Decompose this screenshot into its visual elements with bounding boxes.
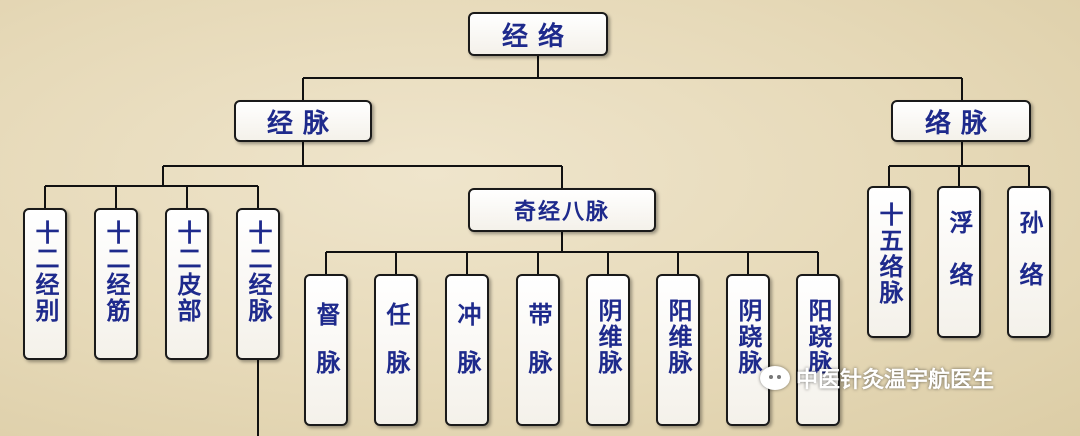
shier-jingmai-node: 十二经脉 xyxy=(236,208,280,360)
sun-luo-node: 孙络 xyxy=(1007,186,1051,338)
wechat-icon xyxy=(760,366,790,390)
yinwei-mai-node: 阴维脉 xyxy=(586,274,630,426)
yangqiao-mai-node: 阳跷脉 xyxy=(796,274,840,426)
jingmai-node: 经脉 xyxy=(234,100,372,142)
watermark-text: 中医针灸温宇航医生 xyxy=(796,368,995,393)
shiwu-luomai-node: 十五络脉 xyxy=(867,186,911,338)
du-mai-node: 督脉 xyxy=(304,274,348,426)
yangwei-mai-node: 阳维脉 xyxy=(656,274,700,426)
fu-luo-node: 浮络 xyxy=(937,186,981,338)
yinqiao-mai-node: 阴跷脉 xyxy=(726,274,770,426)
dai-mai-node: 带脉 xyxy=(516,274,560,426)
ren-mai-node: 任脉 xyxy=(374,274,418,426)
shier-pibu-node: 十二皮部 xyxy=(165,208,209,360)
watermark: 中医针灸温宇航医生 xyxy=(760,362,994,394)
shier-jingjin-node: 十二经筋 xyxy=(94,208,138,360)
chong-mai-node: 冲脉 xyxy=(445,274,489,426)
luomai-node: 络脉 xyxy=(891,100,1031,142)
qijing-bamai-node: 奇经八脉 xyxy=(468,188,656,232)
root-node: 经络 xyxy=(468,12,608,56)
shier-jingbie-node: 十二经别 xyxy=(23,208,67,360)
